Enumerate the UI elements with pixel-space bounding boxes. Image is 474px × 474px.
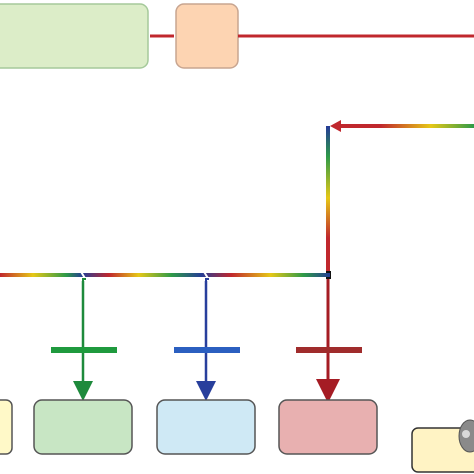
blue-box-bottom — [156, 399, 256, 455]
peach-box-top — [175, 3, 239, 69]
dark-red-inhibitor-bar — [296, 347, 362, 353]
gray-blob-highlight — [462, 430, 470, 438]
green-box-bottom — [33, 399, 133, 455]
yellow-box-left — [0, 399, 13, 455]
green-inhibitor-bar — [51, 347, 117, 353]
green-box-top — [0, 3, 149, 69]
yellow-box-right — [411, 427, 474, 473]
blue-inhibitor-bar — [174, 347, 240, 353]
red-box-bottom — [278, 399, 378, 455]
arrowhead-into-vertical — [330, 120, 341, 132]
